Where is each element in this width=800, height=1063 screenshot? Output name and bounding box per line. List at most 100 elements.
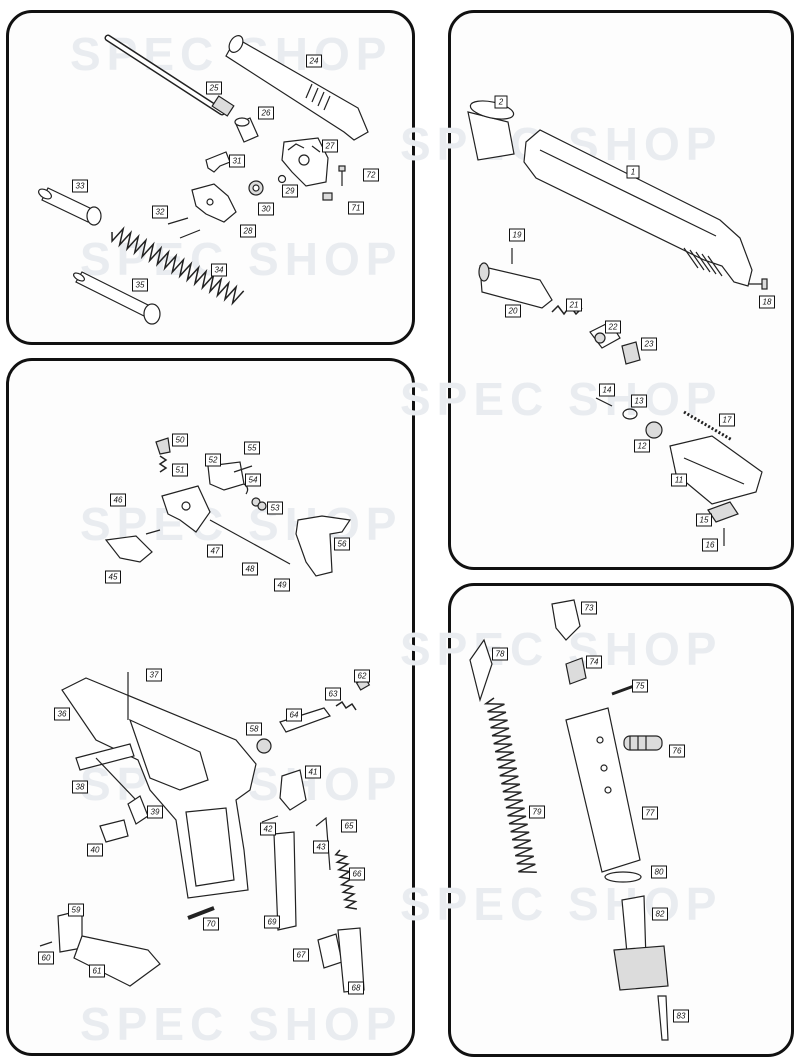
part-label-27: 27 — [322, 139, 338, 153]
part-label-box — [205, 453, 221, 467]
part-label-41: 41 — [305, 765, 321, 779]
part-gas-tank — [613, 895, 669, 991]
part-sear-spring — [273, 831, 297, 931]
part-sear — [99, 819, 129, 843]
part-label-58: 58 — [246, 722, 262, 736]
part-label-14: 14 — [599, 383, 615, 397]
part-label-34: 34 — [211, 263, 227, 277]
part-label-text: 65 — [345, 822, 354, 831]
part-outer-barrel — [225, 35, 369, 141]
part-mag-insert — [565, 657, 587, 685]
part-label-text: 75 — [636, 682, 645, 691]
part-label-77: 77 — [642, 806, 658, 820]
part-label-box — [641, 337, 657, 351]
part-label-text: 48 — [246, 565, 255, 574]
part-label-21: 21 — [566, 298, 582, 312]
part-disconnector — [279, 769, 307, 811]
part-label-78: 78 — [492, 647, 508, 661]
part-label-box — [719, 413, 735, 427]
part-label-text: 41 — [309, 768, 318, 777]
part-label-box — [494, 95, 508, 109]
part-label-box — [348, 201, 364, 215]
part-label-box — [673, 1009, 689, 1023]
part-label-79: 79 — [529, 805, 545, 819]
part-label-text: 19 — [513, 231, 522, 240]
part-label-box — [72, 179, 88, 193]
part-label-box — [240, 224, 256, 238]
part-label-15: 15 — [696, 513, 712, 527]
part-label-text: 40 — [91, 846, 100, 855]
part-plate — [621, 341, 641, 365]
part-label-17: 17 — [719, 413, 735, 427]
part-label-text: 31 — [233, 157, 242, 166]
part-label-box — [626, 165, 640, 179]
part-label-text: 59 — [72, 906, 81, 915]
part-label-text: 26 — [261, 109, 271, 118]
part-label-36: 36 — [54, 707, 70, 721]
part-mag-screw — [657, 995, 669, 1041]
part-label-text: 72 — [367, 171, 376, 180]
part-label-25: 25 — [206, 81, 222, 95]
part-label-text: 73 — [585, 604, 594, 613]
part-chamber — [281, 137, 329, 187]
part-label-box — [264, 915, 280, 929]
part-label-24: 24 — [306, 54, 322, 68]
part-label-75: 75 — [632, 679, 648, 693]
part-bushing-small — [256, 738, 272, 754]
part-screw — [595, 397, 613, 407]
part-block — [322, 192, 333, 201]
part-label-box — [634, 439, 650, 453]
part-label-text: 56 — [338, 540, 347, 549]
part-label-text: 50 — [176, 436, 185, 445]
part-hammer-strut — [155, 437, 171, 473]
part-label-39: 39 — [147, 805, 163, 819]
part-bushing — [234, 117, 259, 143]
part-label-box — [492, 647, 508, 661]
part-label-text: 45 — [109, 573, 118, 582]
part-label-text: 46 — [114, 496, 123, 505]
part-label-box — [581, 601, 597, 615]
barrel-panel-drawing — [38, 34, 369, 325]
part-label-box — [246, 722, 262, 736]
part-label-60: 60 — [38, 951, 54, 965]
part-label-38: 38 — [72, 780, 88, 794]
part-label-32: 32 — [152, 205, 168, 219]
part-label-text: 63 — [329, 690, 338, 699]
part-label-box — [702, 538, 718, 552]
part-label-text: 33 — [76, 182, 85, 191]
part-o-ring — [604, 871, 642, 883]
part-label-20: 20 — [505, 304, 521, 318]
part-grip-safety — [207, 461, 245, 491]
part-sear-housing — [161, 485, 211, 533]
part-label-box — [293, 948, 309, 962]
part-label-37: 37 — [146, 668, 162, 682]
part-label-box — [242, 562, 258, 576]
part-label-text: 1 — [631, 168, 635, 177]
part-frame — [61, 677, 257, 899]
part-piston-head — [645, 421, 663, 439]
part-label-text: 29 — [285, 187, 295, 196]
part-label-box — [38, 951, 54, 965]
part-barrel-link — [191, 183, 237, 223]
part-label-80: 80 — [651, 865, 667, 879]
part-blowback-housing — [669, 435, 763, 505]
part-label-text: 17 — [723, 416, 732, 425]
part-label-61: 61 — [89, 964, 105, 978]
part-label-box — [363, 168, 379, 182]
part-label-text: 77 — [646, 809, 655, 818]
part-label-11: 11 — [671, 473, 687, 487]
part-label-box — [203, 917, 219, 931]
part-label-83: 83 — [673, 1009, 689, 1023]
part-label-box — [341, 819, 357, 833]
part-label-text: 25 — [209, 84, 219, 93]
part-label-text: 2 — [498, 98, 504, 107]
part-slide-stop — [75, 743, 137, 801]
part-label-box — [325, 687, 341, 701]
part-label-35: 35 — [132, 278, 148, 292]
part-label-box — [132, 278, 148, 292]
magazine-panel-drawing — [469, 599, 669, 1041]
part-label-box — [68, 903, 84, 917]
part-label-text: 14 — [603, 386, 612, 395]
part-label-text: 64 — [290, 711, 299, 720]
part-screw — [145, 529, 161, 535]
